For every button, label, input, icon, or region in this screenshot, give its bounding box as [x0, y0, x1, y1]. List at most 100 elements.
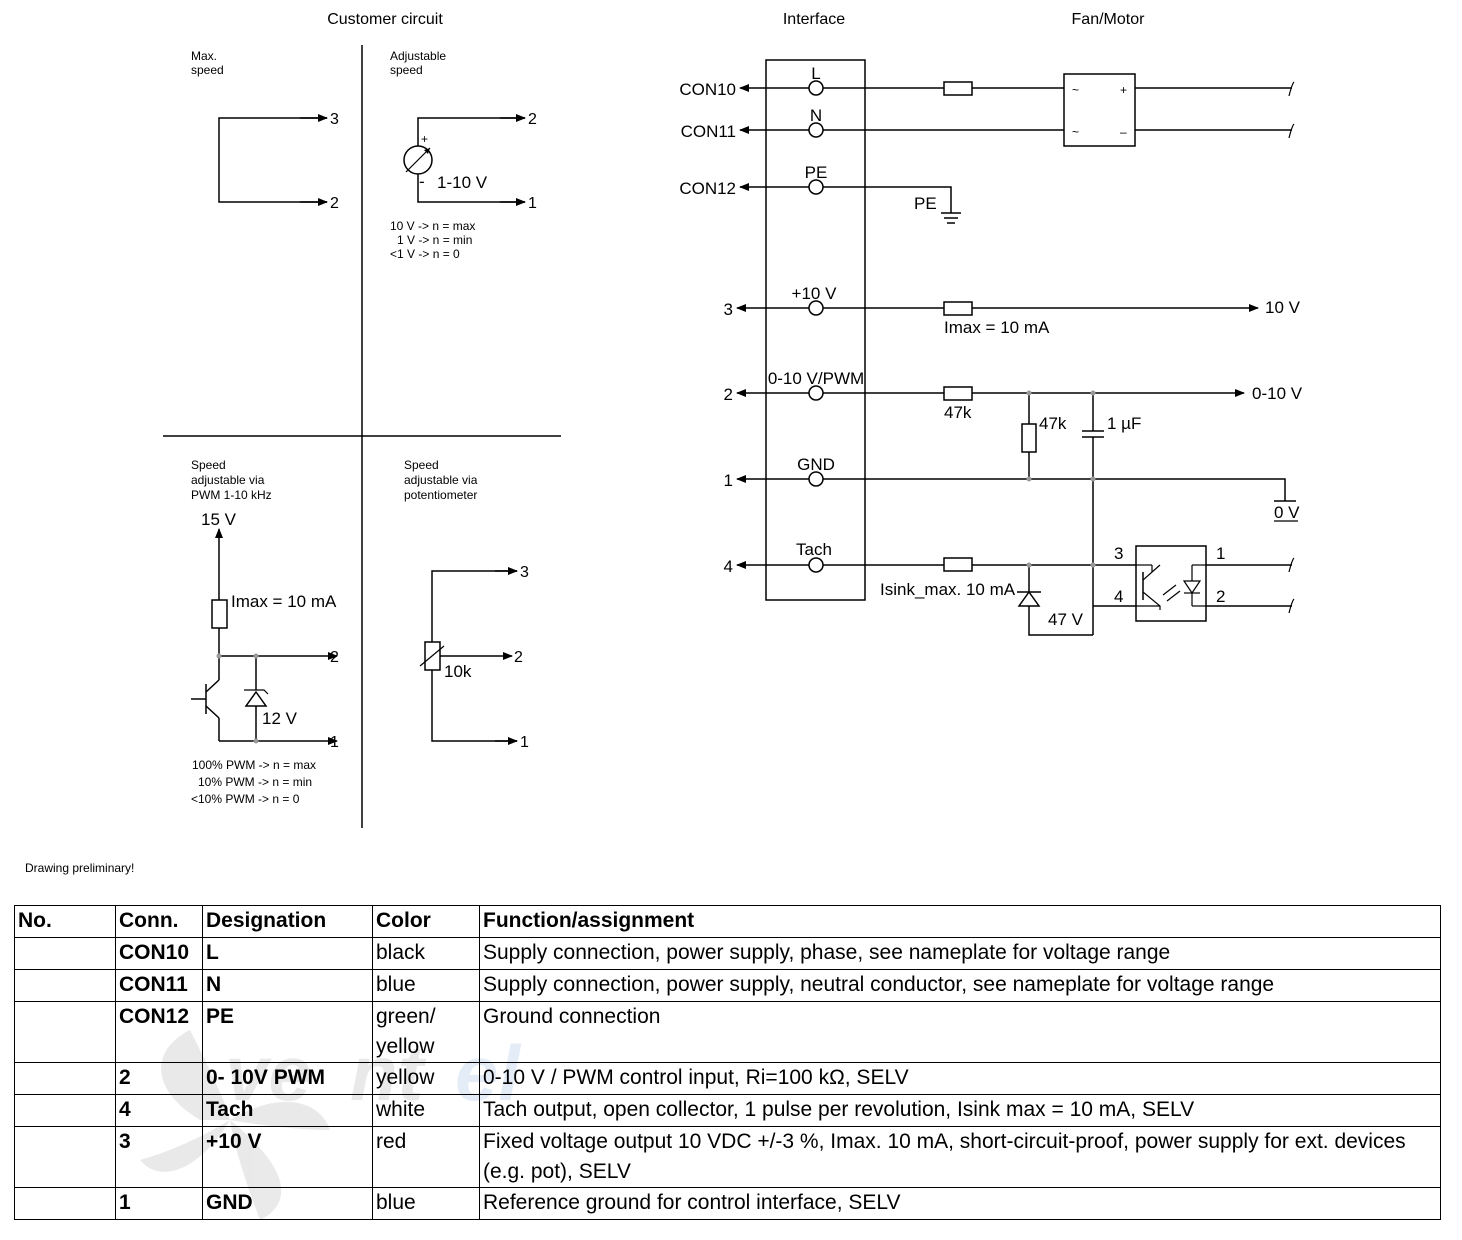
dc-minus: – — [1120, 125, 1127, 139]
series-resistor-value: 47k — [944, 403, 972, 422]
plus-sign: + — [421, 132, 428, 146]
resistor-icon — [211, 599, 228, 629]
source-voltage: 1-10 V — [437, 173, 488, 192]
adjustable-title-2: speed — [390, 63, 423, 77]
capacitor-value: 1 µF — [1107, 414, 1141, 433]
ac-symbol: ~ — [1072, 83, 1079, 97]
pin-label-3: 3 — [520, 564, 529, 581]
cell-function: Ground connection — [479, 1001, 1441, 1063]
motor-electronics-icon — [1063, 73, 1136, 147]
connector-4: 4 — [724, 557, 733, 576]
table-row: 4 Tach white Tach output, open collector… — [14, 1094, 1441, 1127]
cell-designation: L — [202, 937, 373, 970]
pin-label-2: 2 — [528, 111, 537, 128]
pin-label-2: 2 — [330, 649, 339, 666]
heading-customer-circuit: Customer circuit — [327, 11, 443, 28]
table-row: CON11 N blue Supply connection, power su… — [14, 969, 1441, 1002]
terminal-label-0-10v: 0-10 V/PWM — [768, 369, 864, 388]
terminal-gnd — [808, 471, 824, 487]
cell-designation: N — [202, 969, 373, 1002]
pin-label-1: 1 — [520, 734, 529, 751]
pe-ground-label: PE — [914, 194, 937, 213]
terminal-label-pe: PE — [805, 163, 828, 182]
cell-no — [14, 1187, 116, 1220]
table-row: CON10 L black Supply connection, power s… — [14, 937, 1441, 970]
current-limit: Imax = 10 mA — [944, 318, 1050, 337]
max-speed-circuit: Max. speed 3 2 — [191, 49, 339, 212]
opto-pin-2: 2 — [1216, 587, 1225, 606]
max-speed-title: Max. — [191, 49, 217, 63]
zener-voltage: 12 V — [262, 709, 298, 728]
pin-label-3: 3 — [330, 111, 339, 128]
column-header-designation: Designation — [202, 905, 373, 938]
cell-designation: +10 V — [202, 1126, 373, 1188]
cell-color: red — [372, 1126, 480, 1188]
pot-value: 10k — [444, 662, 472, 681]
table-header-row: No. Conn. Designation Color Function/ass… — [14, 905, 1441, 938]
ground-0v: 0 V — [1274, 503, 1300, 522]
terminal-label-gnd: GND — [797, 455, 835, 474]
connector-con11: CON11 — [681, 122, 736, 141]
heading-interface: Interface — [783, 11, 845, 28]
pwm-title: Speed — [191, 458, 226, 472]
terminal-l — [808, 80, 824, 96]
note-line: 100% PWM -> n = max — [192, 758, 316, 772]
terminal-label-l: L — [811, 64, 820, 83]
cell-no — [14, 1126, 116, 1188]
terminal-n — [808, 122, 824, 138]
cell-color: blue — [372, 969, 480, 1002]
sink-current: Isink_max. 10 mA — [880, 580, 1016, 599]
heading-fan-motor: Fan/Motor — [1072, 11, 1146, 28]
resistor-icon — [943, 386, 973, 401]
cell-function: Supply connection, power supply, neutral… — [479, 969, 1441, 1002]
cell-function: 0-10 V / PWM control input, Ri=100 kΩ, S… — [479, 1062, 1441, 1095]
cell-no — [14, 969, 116, 1002]
opto-pin-1: 1 — [1216, 544, 1225, 563]
pin-label-1: 1 — [330, 734, 339, 751]
pin-label-2: 2 — [514, 649, 523, 666]
resistor-icon — [1021, 423, 1037, 453]
adjustable-speed-circuit: Adjustable speed + - 1-10 V 2 1 10 V -> … — [390, 49, 537, 261]
cell-function: Fixed voltage output 10 VDC +/-3 %, Imax… — [479, 1126, 1441, 1188]
terminal-10v — [808, 300, 824, 316]
preliminary-note: Drawing preliminary! — [25, 861, 135, 875]
pin-label-2: 2 — [330, 195, 339, 212]
cell-color: blue — [372, 1187, 480, 1220]
terminal-label-n: N — [810, 106, 822, 125]
note-line: 10 V -> n = max — [390, 219, 475, 233]
wiring-diagram: Customer circuit Interface Fan/Motor Max… — [163, 11, 1303, 828]
cell-function: Reference ground for control interface, … — [479, 1187, 1441, 1220]
shunt-resistor-value: 47k — [1039, 414, 1067, 433]
table-row: 3 +10 V red Fixed voltage output 10 VDC … — [14, 1126, 1441, 1188]
cell-conn: 2 — [115, 1062, 203, 1095]
dc-plus: + — [1120, 83, 1127, 97]
table-row: 1 GND blue Reference ground for control … — [14, 1187, 1441, 1220]
opto-pin-4: 4 — [1114, 587, 1123, 606]
cell-conn: CON12 — [115, 1001, 203, 1063]
optocoupler-icon — [1135, 545, 1207, 622]
connector-con12: CON12 — [679, 179, 736, 198]
cell-designation: 0- 10V PWM — [202, 1062, 373, 1095]
output-10v: 10 V — [1265, 298, 1301, 317]
terminal-0-10v — [808, 385, 824, 401]
ac-symbol: ~ — [1072, 125, 1079, 139]
pin-label-1: 1 — [528, 195, 537, 212]
terminal-label-tach: Tach — [796, 540, 832, 559]
resistor-icon — [943, 301, 973, 316]
pot-title: Speed — [404, 458, 439, 472]
connector-3: 3 — [724, 300, 733, 319]
motor-block: ~ ~ + – — [1063, 73, 1295, 147]
note-line: 1 V -> n = min — [397, 233, 472, 247]
cell-function: Supply connection, power supply, phase, … — [479, 937, 1441, 970]
note-line: <10% PWM -> n = 0 — [191, 792, 300, 806]
cell-no — [14, 1001, 116, 1063]
adjustable-title: Adjustable — [390, 49, 446, 63]
pot-title-2: adjustable via — [404, 473, 478, 487]
table-row: 2 0- 10V PWM yellow 0-10 V / PWM control… — [14, 1062, 1441, 1095]
cell-conn: CON10 — [115, 937, 203, 970]
cell-color: green/ yellow — [372, 1001, 480, 1063]
note-line: 10% PWM -> n = min — [198, 775, 312, 789]
terminal-pe — [808, 179, 824, 195]
cell-no — [14, 937, 116, 970]
current-limit: Imax = 10 mA — [231, 592, 337, 611]
